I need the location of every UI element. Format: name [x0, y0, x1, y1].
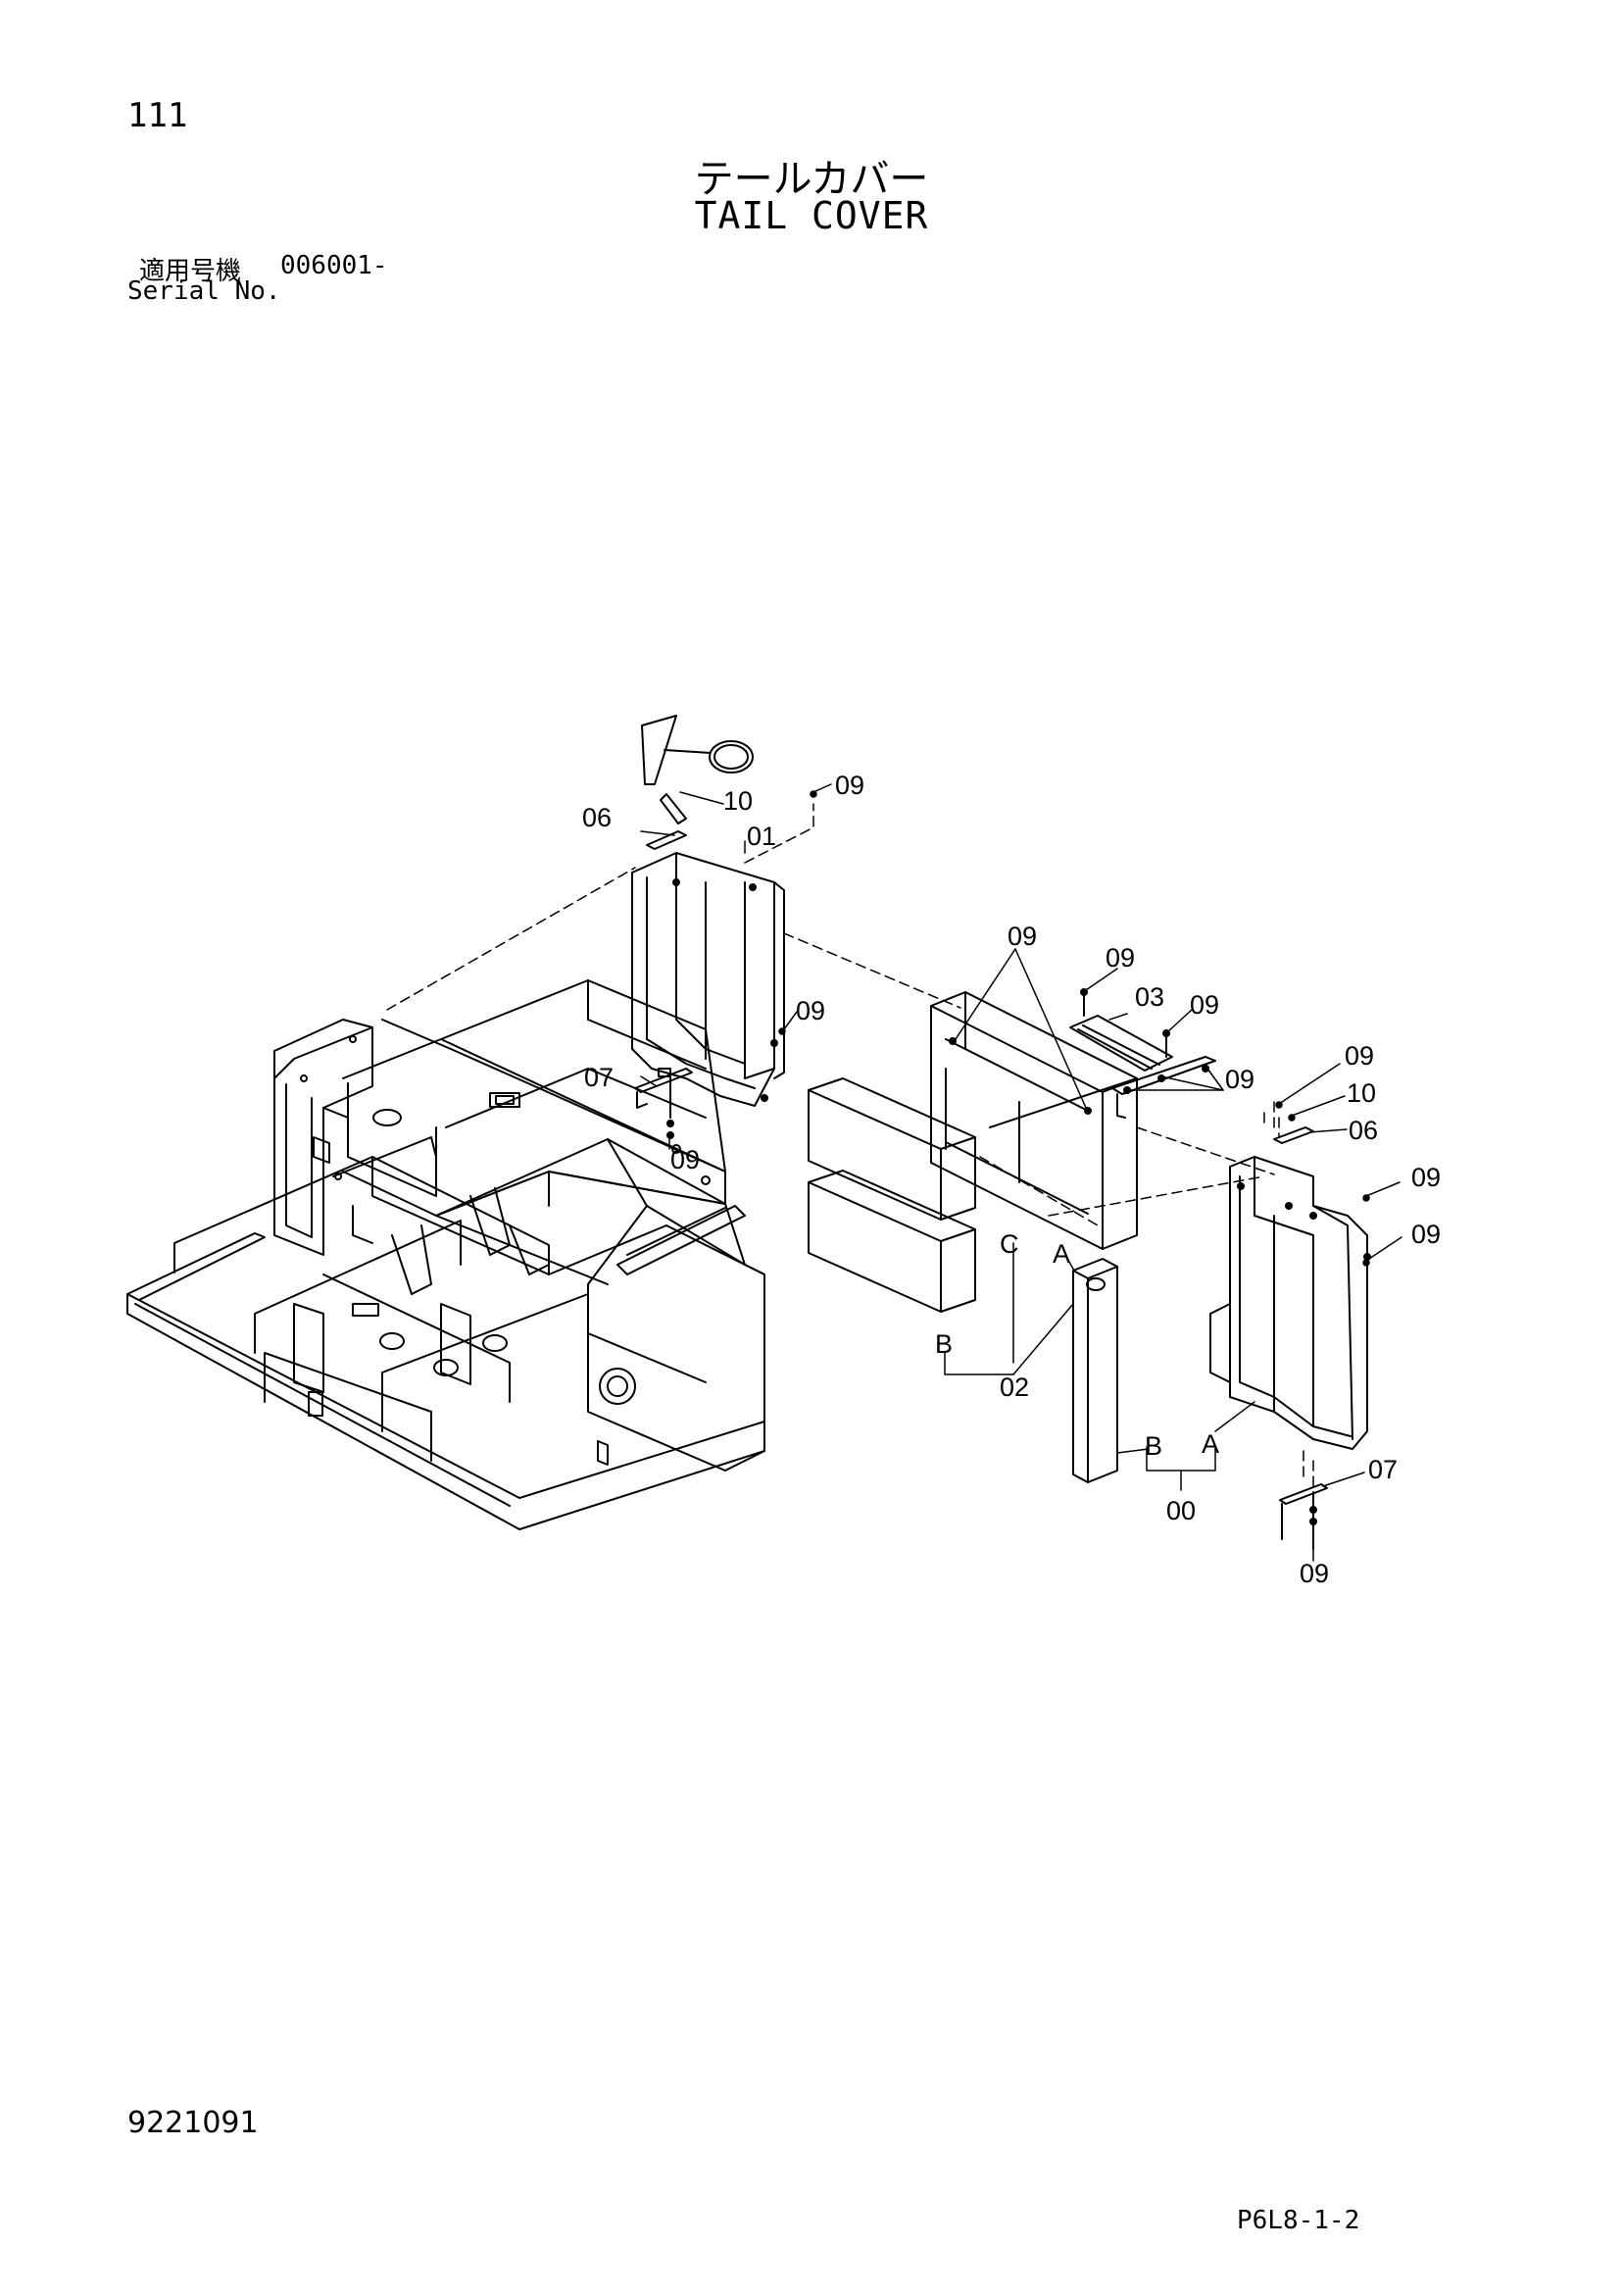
serial-label-japanese: 適用号機	[139, 257, 242, 286]
part-07-bracket-left	[634, 1068, 693, 1139]
ref-letter-a-1: A	[1053, 1239, 1070, 1269]
center-vent-frame	[930, 991, 1138, 1250]
callout-09-right1: 09	[1345, 1041, 1374, 1071]
ref-letter-c: C	[1000, 1229, 1019, 1259]
callout-02: 02	[1000, 1373, 1029, 1402]
callout-09-03b: 09	[1190, 990, 1219, 1020]
part-06-plate-right	[1273, 1126, 1314, 1144]
title-english: TAIL COVER	[694, 194, 929, 237]
callout-labels: 09 10 06 01 09 07 09 09 09 03 09 09 09 1…	[582, 771, 1441, 1588]
callout-07-right: 07	[1368, 1455, 1398, 1484]
callout-leaders	[640, 783, 1402, 1562]
callout-06-right: 06	[1349, 1116, 1378, 1145]
ref-letter-b-1: B	[935, 1329, 953, 1359]
title-japanese: テールカバー	[694, 157, 929, 202]
part-07-bracket-right	[1279, 1483, 1328, 1550]
assembly-chain-lines	[386, 803, 1314, 1491]
callout-00: 00	[1166, 1496, 1196, 1525]
callout-09-top: 09	[835, 771, 864, 800]
serial-range: 006001-	[280, 251, 388, 280]
part-10-strap-left	[641, 715, 754, 824]
callout-09-right3: 09	[1411, 1220, 1441, 1249]
callout-09-vents: 09	[1008, 922, 1037, 951]
callout-01: 01	[747, 822, 776, 851]
page-number: 111	[127, 96, 188, 135]
callout-09-pipe: 09	[796, 996, 825, 1025]
callout-06-top: 06	[582, 803, 612, 832]
callout-10-top: 10	[723, 786, 753, 816]
callout-07-left: 07	[584, 1063, 614, 1092]
callout-09-right2: 09	[1411, 1163, 1441, 1192]
part-03-cover-plate	[1069, 988, 1173, 1072]
ref-letter-b-2: B	[1145, 1431, 1162, 1461]
callout-09-mid: 09	[1225, 1065, 1254, 1094]
upper-frame-body	[126, 979, 765, 1530]
ref-letter-a-2: A	[1202, 1429, 1219, 1459]
part-00-post	[1072, 1258, 1118, 1483]
right-side-cover	[1209, 1156, 1371, 1450]
callout-03: 03	[1135, 982, 1164, 1012]
part-06-plate-left	[646, 830, 687, 850]
sheet-code: P6L8-1-2	[1237, 2206, 1360, 2235]
drawing-number: 9221091	[127, 2106, 259, 2140]
callout-09-03a: 09	[1106, 943, 1135, 973]
callout-10-right: 10	[1347, 1078, 1376, 1108]
callout-09-bottom: 09	[1300, 1559, 1329, 1588]
support-angle	[1111, 1056, 1216, 1119]
part-02-filler-panels	[808, 1077, 976, 1313]
callout-09-under-07: 09	[670, 1145, 700, 1174]
serial-label-english: Serial No.	[127, 276, 281, 306]
part-01-left-side-cover	[631, 852, 785, 1107]
